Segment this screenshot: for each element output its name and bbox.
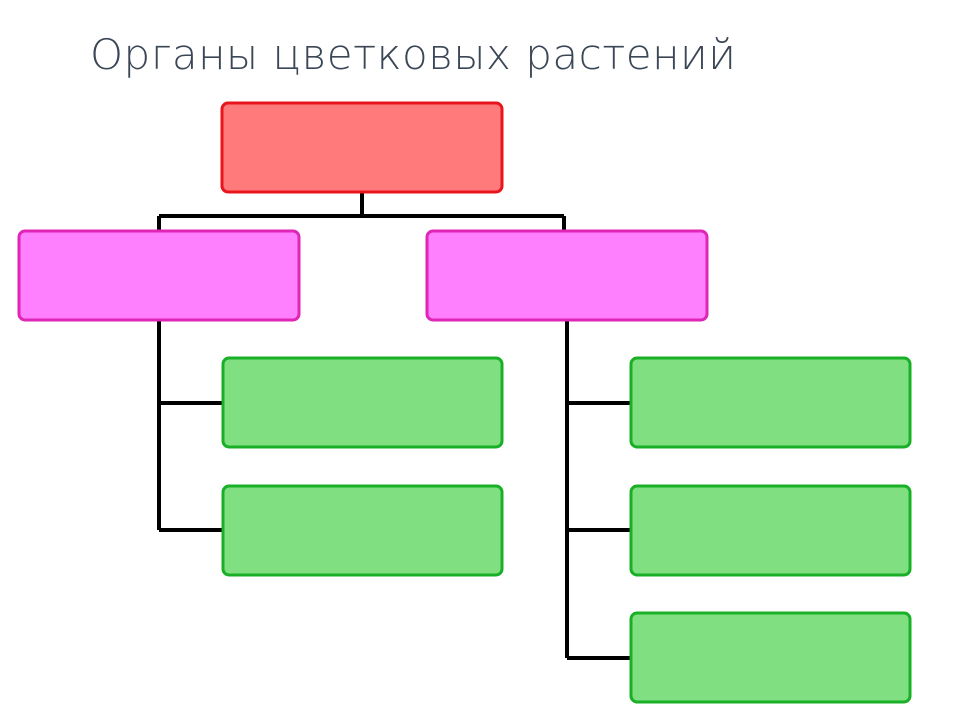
branch-node-left [17,229,301,322]
connector-right-branch [565,320,631,660]
connector-left-branch [157,320,223,532]
leaf-node-right-3 [629,611,912,704]
leaf-node-right-1 [629,356,912,449]
connectors [157,192,631,660]
leaf-node-left-2 [221,484,504,577]
leaf-node-right-2 [629,484,912,577]
leaf-node-right-3-box [629,611,912,704]
branch-node-right-box [425,229,709,322]
root-node [220,101,504,194]
leaf-node-left-2-box [221,484,504,577]
connector-root-to-branches [157,192,566,231]
branch-node-right [425,229,709,322]
leaf-node-left-1-box [221,356,504,449]
root-node-box [220,101,504,194]
leaf-node-left-1 [221,356,504,449]
branch-node-left-box [17,229,301,322]
slide-title: Органы цветковых растений [90,30,737,79]
leaf-node-right-2-box [629,484,912,577]
leaf-node-right-1-box [629,356,912,449]
